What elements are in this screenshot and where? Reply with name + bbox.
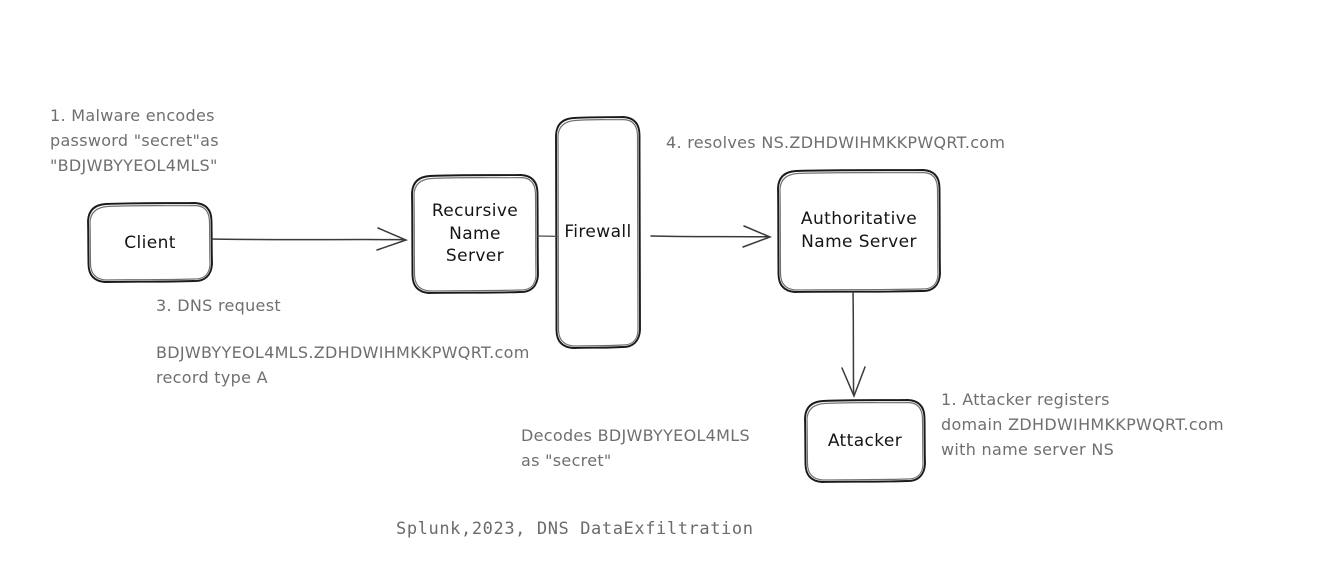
annotation-malware-encodes: 1. Malware encodes password "secret"as "… [50,106,219,175]
node-recursive-name-server-label: Recursive Name Server [431,200,519,267]
edge-authority-to-attacker [841,291,866,399]
edge-client-to-rns [211,227,409,251]
node-attacker-label: Attacker [827,430,903,451]
node-client[interactable]: Client [88,203,212,283]
node-authoritative-name-server[interactable]: Authoritative Name Server [778,170,940,292]
node-recursive-name-server[interactable]: Recursive Name Server [412,175,538,293]
annotation-dns-request: 3. DNS request [156,296,281,315]
annotation-attacker-registers: 1. Attacker registers domain ZDHDWIHMKKP… [941,390,1224,459]
edge-firewall-to-authority [650,225,773,248]
annotation-resolves-ns: 4. resolves NS.ZDHDWIHMKKPWQRT.com [666,133,1006,152]
diagram-caption: Splunk,2023, DNS DataExfiltration [396,519,754,539]
node-firewall[interactable]: Firewall [556,117,640,348]
node-authoritative-name-server-label: Authoritative Name Server [800,209,918,252]
node-client-label: Client [124,232,176,253]
node-firewall-label: Firewall [564,222,632,243]
annotation-dns-query-record: BDJWBYYEOL4MLS.ZDHDWIHMKKPWQRT.com recor… [156,343,530,387]
node-attacker[interactable]: Attacker [805,400,925,482]
annotation-decodes-secret: Decodes BDJWBYYEOL4MLS as "secret" [521,426,750,470]
